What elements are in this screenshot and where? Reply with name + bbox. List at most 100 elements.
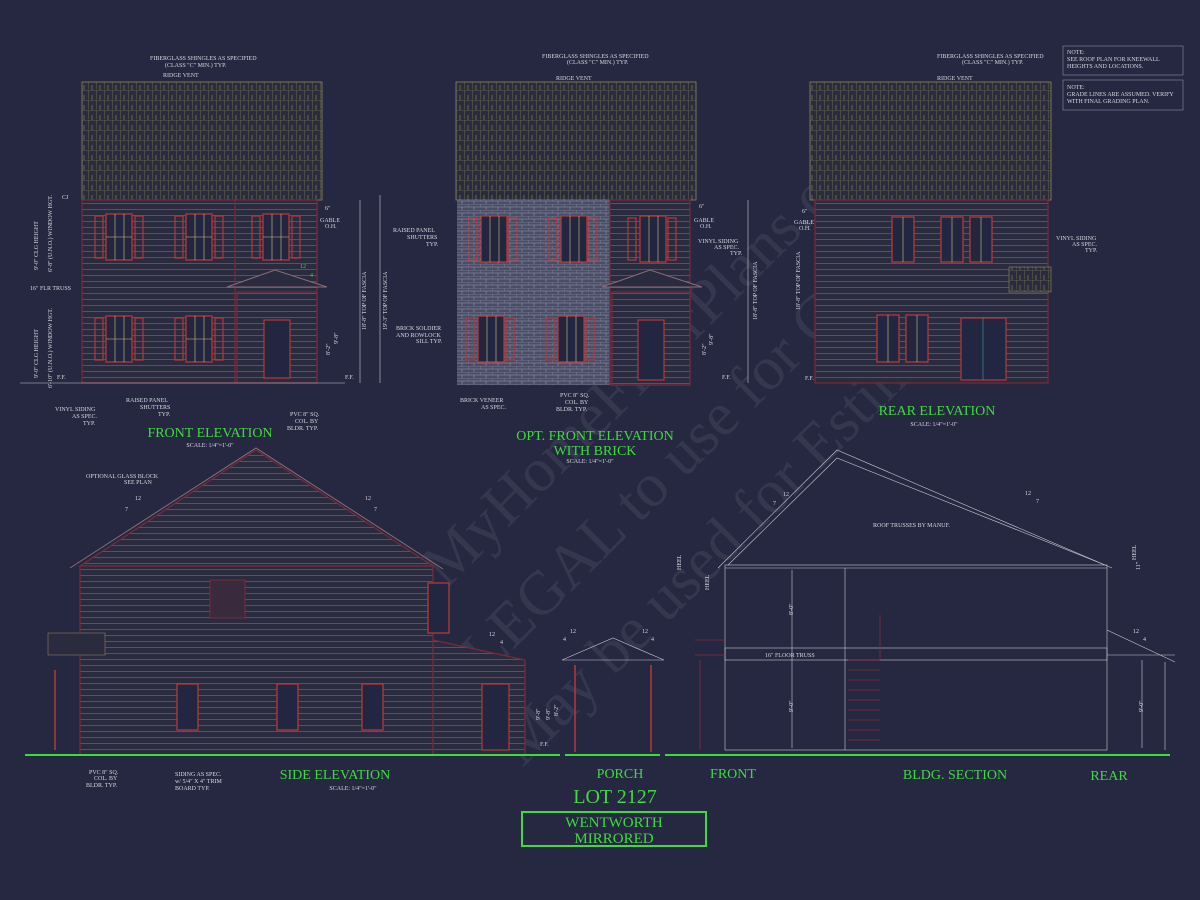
side-p12-label: 12 bbox=[365, 496, 371, 502]
rect-mark bbox=[724, 647, 1108, 661]
rect-mark bbox=[1062, 45, 1184, 76]
front-shutters-2-label: TYP. bbox=[158, 412, 171, 418]
side-siding-0-label: SIDING AS SPEC. bbox=[175, 772, 222, 778]
side-title-label: SIDE ELEVATION bbox=[280, 768, 391, 783]
rear-oh-label: 6" bbox=[802, 209, 808, 215]
brick-veneer-1-label: AS SPEC. bbox=[481, 405, 507, 411]
front-truss-label: 16" FLR TRUSS bbox=[30, 286, 71, 292]
brick-ridge-label: RIDGE VENT bbox=[556, 76, 592, 82]
rect-mark bbox=[557, 315, 585, 363]
path-mark bbox=[486, 216, 659, 362]
brick-scale-label: SCALE: 1/4"=1'-0" bbox=[566, 459, 614, 465]
rect-mark bbox=[81, 81, 323, 201]
path-mark bbox=[77, 449, 436, 567]
rear-shingles_1-label: FIBERGLASS SHINGLES AS SPECIFIED bbox=[937, 54, 1044, 60]
section-p12-label: 12 bbox=[1025, 491, 1031, 497]
front-cj-label: CJ bbox=[62, 195, 69, 201]
side-p12-label: 12 bbox=[489, 632, 495, 638]
section-heel-label: HEEL bbox=[1132, 544, 1138, 560]
rect-mark bbox=[209, 579, 246, 619]
rear-scale-label: SCALE: 1/4"=1'-0" bbox=[910, 422, 958, 428]
section-title-label: BLDG. SECTION bbox=[903, 768, 1007, 783]
path-mark bbox=[1106, 629, 1176, 750]
rear-siding-2-label: TYP. bbox=[1085, 248, 1098, 254]
front-siding-2-label: TYP. bbox=[83, 421, 96, 427]
front-shutters-1-label: SHUTTERS bbox=[140, 405, 170, 411]
notes-1-head-label: NOTE: bbox=[1067, 85, 1085, 91]
section-heel-label: HEEL bbox=[705, 574, 711, 590]
section-p12-label: 12 bbox=[1133, 629, 1139, 635]
brick-col-0-label: PVC 8" SQ. bbox=[560, 393, 590, 399]
notes-0-lines-0-label: SEE ROOF PLAN FOR KNEEWALL bbox=[1067, 57, 1160, 63]
front-ff-label: F.F. bbox=[57, 375, 66, 381]
section-p12-label: 12 bbox=[642, 629, 648, 635]
rect-mark bbox=[214, 215, 224, 259]
building-section: ROOF TRUSSES BY MANUF. 16" FLOOR TRUSS H… bbox=[546, 449, 1176, 784]
path-mark bbox=[601, 269, 703, 288]
section-rear-label: REAR bbox=[1090, 769, 1128, 784]
side-col-1-label: COL. BY bbox=[94, 776, 118, 782]
title-block: LOT 2127 WENTWORTH MIRRORED bbox=[521, 786, 707, 847]
brick-soldier-0-label: BRICK SOLDIER bbox=[396, 326, 441, 332]
brick-shutters-0-label: RAISED PANEL bbox=[393, 228, 435, 234]
brick-title_2-label: WITH BRICK bbox=[554, 444, 637, 459]
side-p7-label: 7 bbox=[374, 507, 377, 513]
path-mark bbox=[695, 639, 725, 750]
rect-mark bbox=[455, 81, 697, 201]
rect-mark bbox=[1008, 266, 1052, 293]
brick-ff-label: F.F. bbox=[722, 375, 731, 381]
path-mark bbox=[727, 457, 1106, 566]
side-d-label: 9'-8" bbox=[536, 708, 542, 720]
side-col-2-label: BLDR. TYP. bbox=[86, 783, 118, 789]
rect-mark bbox=[468, 217, 478, 261]
front-col-1-label: COL. BY bbox=[295, 419, 319, 425]
path-mark bbox=[106, 214, 289, 362]
section-heel-label: HEEL bbox=[677, 554, 683, 570]
front-shingles_2-label: (CLASS "C" MIN.) TYP. bbox=[165, 62, 227, 69]
path-mark bbox=[226, 269, 328, 288]
brick-d2-label: 9'-8" bbox=[709, 333, 715, 345]
brick-oh-label: 6" bbox=[699, 204, 705, 210]
front-shingles_1-label: FIBERGLASS SHINGLES AS SPECIFIED bbox=[150, 56, 257, 62]
brick-col-1-label: COL. BY bbox=[565, 400, 589, 406]
brick-d1-label: 8'-2" bbox=[702, 343, 708, 355]
section-front-label: FRONT bbox=[710, 767, 756, 782]
side-siding-2-label: BOARD TYP. bbox=[175, 786, 210, 792]
rear-shingles_2-label: (CLASS "C" MIN.) TYP. bbox=[962, 59, 1024, 66]
rear-siding-1-label: AS SPEC. bbox=[1072, 242, 1098, 248]
section-porch_d2-label: 8'-2" bbox=[554, 704, 560, 716]
side-p12-label: 12 bbox=[135, 496, 141, 502]
section-p7-label: 7 bbox=[773, 501, 776, 507]
path-mark bbox=[848, 615, 881, 741]
section-low-label: 9'-0" bbox=[789, 700, 795, 712]
front-top2-label: 19'-3" TOP OF FASCIA bbox=[383, 271, 389, 330]
rect-mark bbox=[508, 217, 518, 261]
section-low-label: 9'-0" bbox=[1139, 700, 1145, 712]
section-porch_d1-label: 9'-8" bbox=[546, 708, 552, 720]
rect-mark bbox=[214, 317, 224, 361]
rect-mark bbox=[505, 317, 515, 361]
notes-1-lines-1-label: WITH FINAL GRADING PLAN. bbox=[1067, 99, 1150, 105]
rect-mark bbox=[480, 215, 508, 263]
front-shutters-0-label: RAISED PANEL bbox=[126, 398, 168, 404]
notes-0-head-label: NOTE: bbox=[1067, 50, 1085, 56]
brick-col-2-label: BLDR. TYP. bbox=[556, 407, 588, 413]
front-win_up-label: 6'-8" (U.N.O.) WINDOW HGT. bbox=[47, 194, 54, 272]
rear-siding-0-label: VINYL SIDING bbox=[1056, 236, 1097, 242]
path-mark bbox=[432, 639, 526, 756]
notes-0-lines-1-label: HEIGHTS AND LOCATIONS. bbox=[1067, 64, 1144, 70]
front-clg_up-label: 9'-0" CLG HEIGHT bbox=[34, 221, 40, 270]
rear-elevation: FIBERGLASS SHINGLES AS SPECIFIED(CLASS "… bbox=[794, 54, 1098, 428]
brick-shutters-1-label: SHUTTERS bbox=[407, 235, 437, 241]
front-d2-label: 9'-8" bbox=[334, 332, 340, 344]
front-oh-label: 6" bbox=[325, 206, 331, 212]
brick-top1-label: 18'-8" TOP OF FASCIA bbox=[753, 261, 759, 320]
rect-mark bbox=[477, 315, 505, 363]
plan-name: WENTWORTH bbox=[565, 815, 663, 831]
section-up-label: 8'-0" bbox=[789, 603, 795, 615]
front-d1-label: 8'-2" bbox=[326, 343, 332, 355]
rect-mark bbox=[47, 632, 106, 656]
rect-mark bbox=[361, 683, 384, 731]
